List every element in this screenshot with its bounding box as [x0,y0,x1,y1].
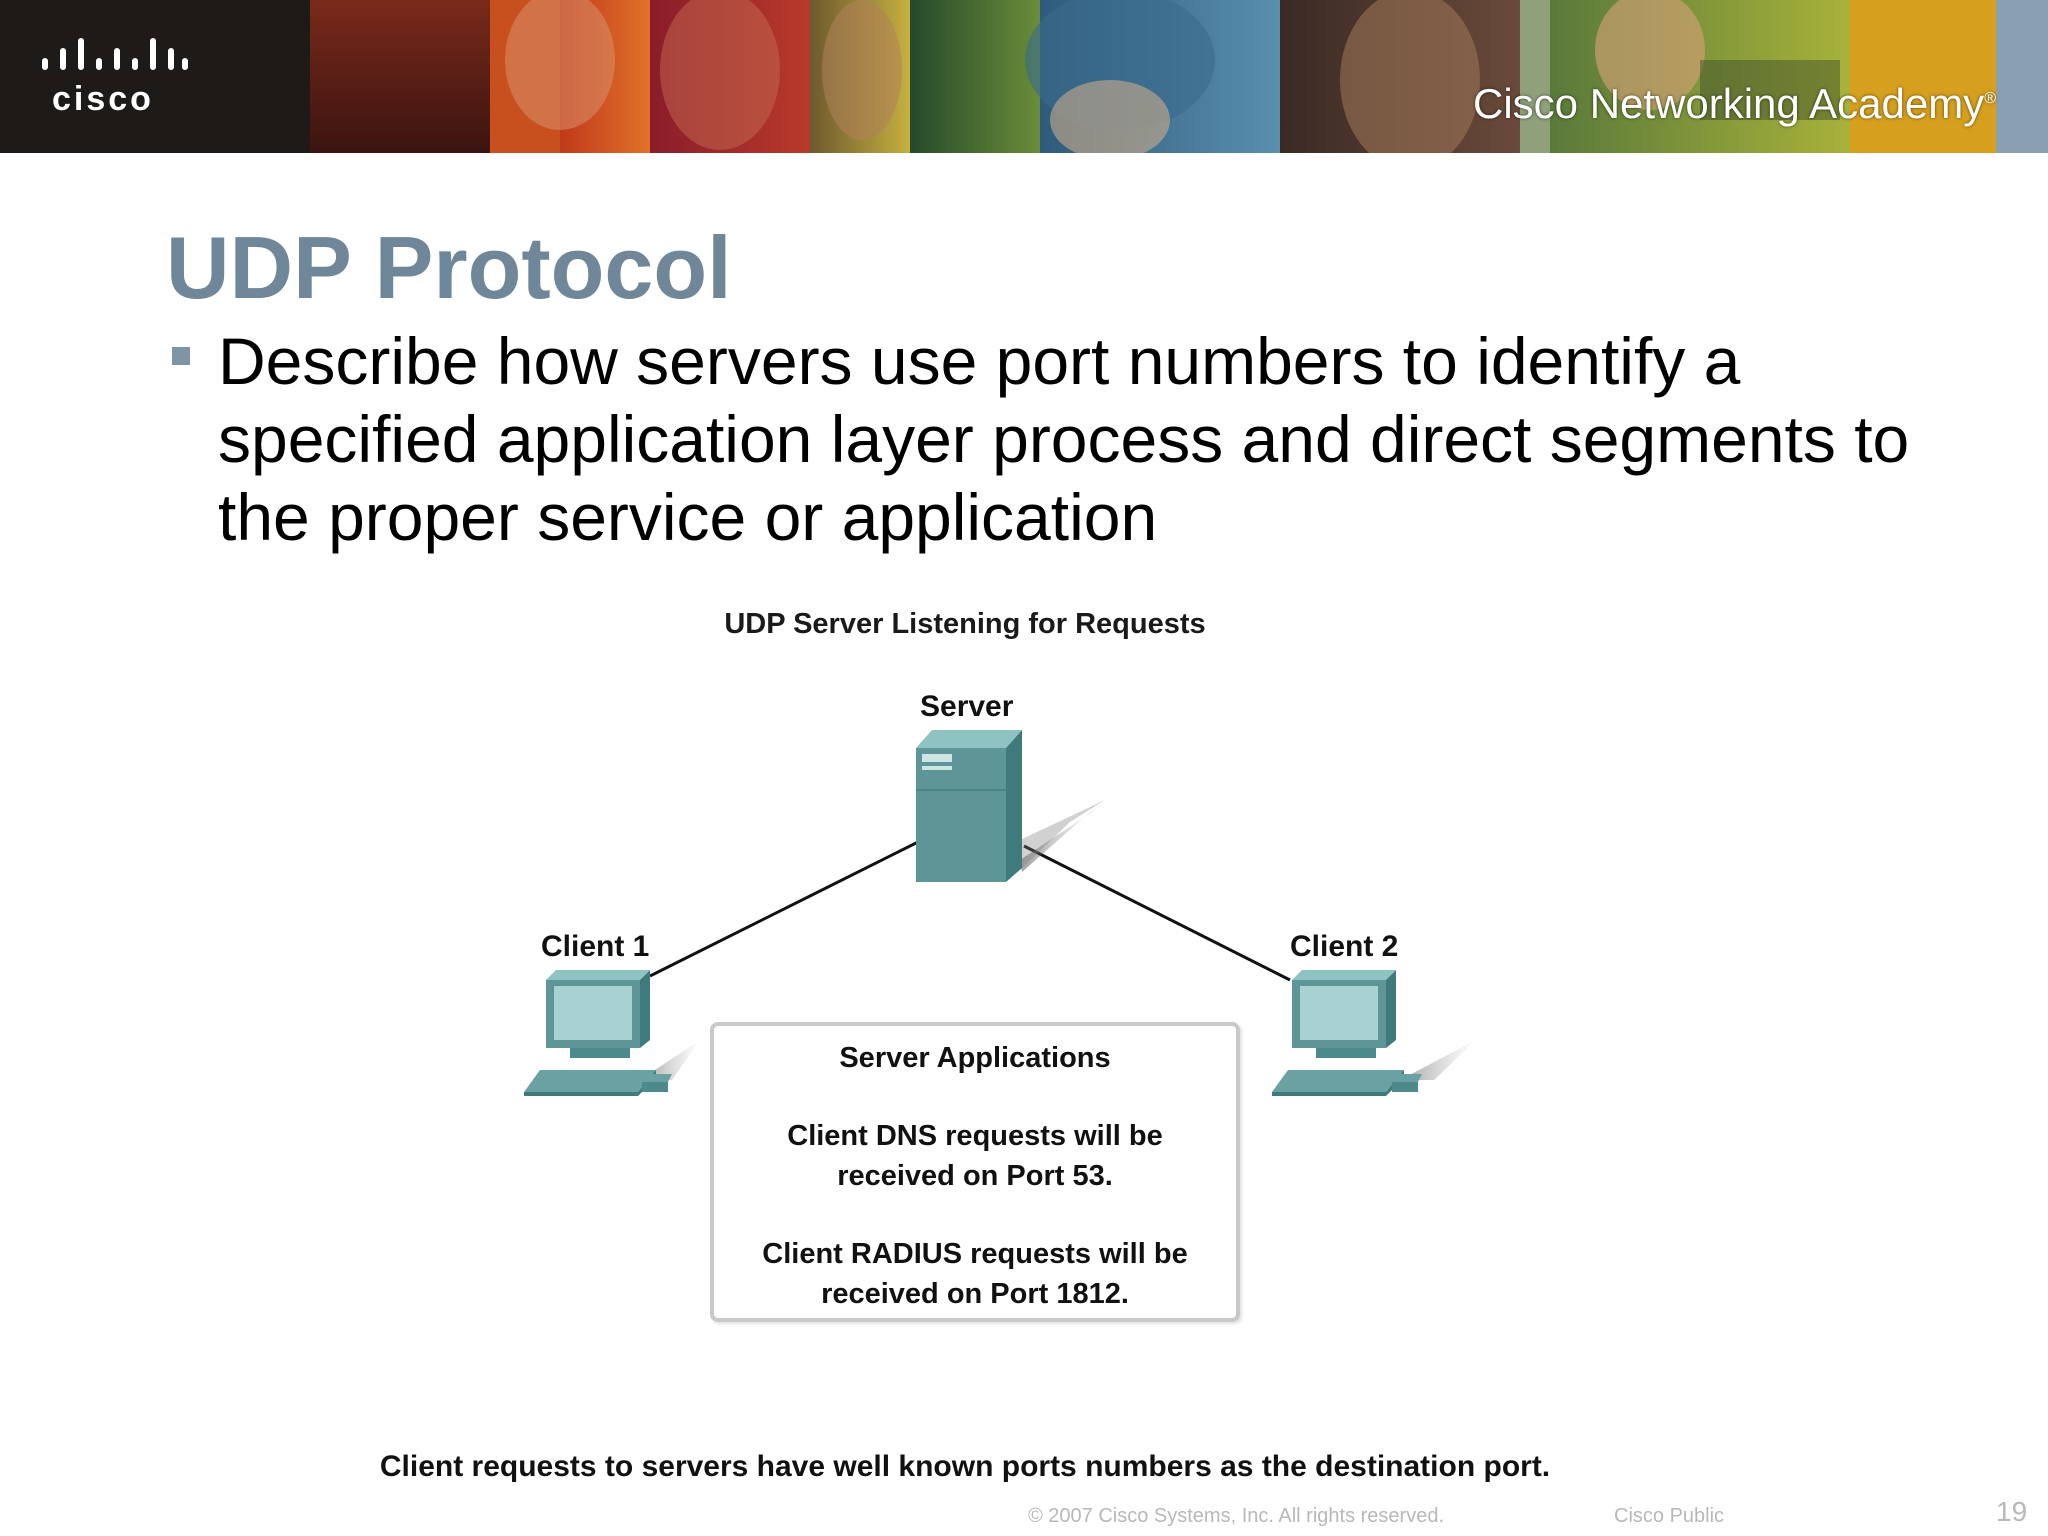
page-number: 19 [1996,1496,2028,1527]
cisco-wordmark: cisco [52,80,154,118]
diagram-caption: Client requests to servers have well kno… [379,1450,1551,1483]
dns-port-line1: Client DNS requests will be [787,1120,1163,1152]
server-icon [916,730,1110,882]
copyright-notice: © 2007 Cisco Systems, Inc. All rights re… [1028,1505,1445,1527]
cisco-bridge-icon [42,38,188,70]
client2-computer-icon [1272,970,1476,1096]
cisco-logo: cisco [38,38,188,118]
client1-computer-icon [524,970,700,1096]
radius-port-line1: Client RADIUS requests will be [762,1238,1188,1270]
server-applications-heading: Server Applications [839,1042,1111,1074]
diagram-title: UDP Server Listening for Requests [724,608,1206,640]
bullet-square-icon [172,347,190,365]
link-client1-server [649,840,919,978]
academy-brand: Cisco Networking Academy® [1473,80,1996,128]
radius-port-line2: received on Port 1812. [821,1278,1129,1310]
academy-brand-text: Cisco Networking Academy [1473,80,1985,127]
header-banner: cisco Cisco Networking Academy® [0,0,2048,153]
slide-bullet: Describe how servers use port numbers to… [218,324,1910,554]
server-applications-box: Server Applications Client DNS requests … [710,1022,1240,1322]
header-photo-collage [0,0,2048,153]
link-server-client2 [1023,844,1291,982]
dns-port-line2: received on Port 53. [837,1160,1113,1192]
client1-label: Client 1 [541,930,650,963]
classification-label: Cisco Public [1614,1505,1725,1527]
registered-mark: ® [1984,90,1996,107]
client2-label: Client 2 [1290,930,1399,963]
slide-title: UDP Protocol [166,218,732,317]
server-label: Server [920,690,1014,723]
